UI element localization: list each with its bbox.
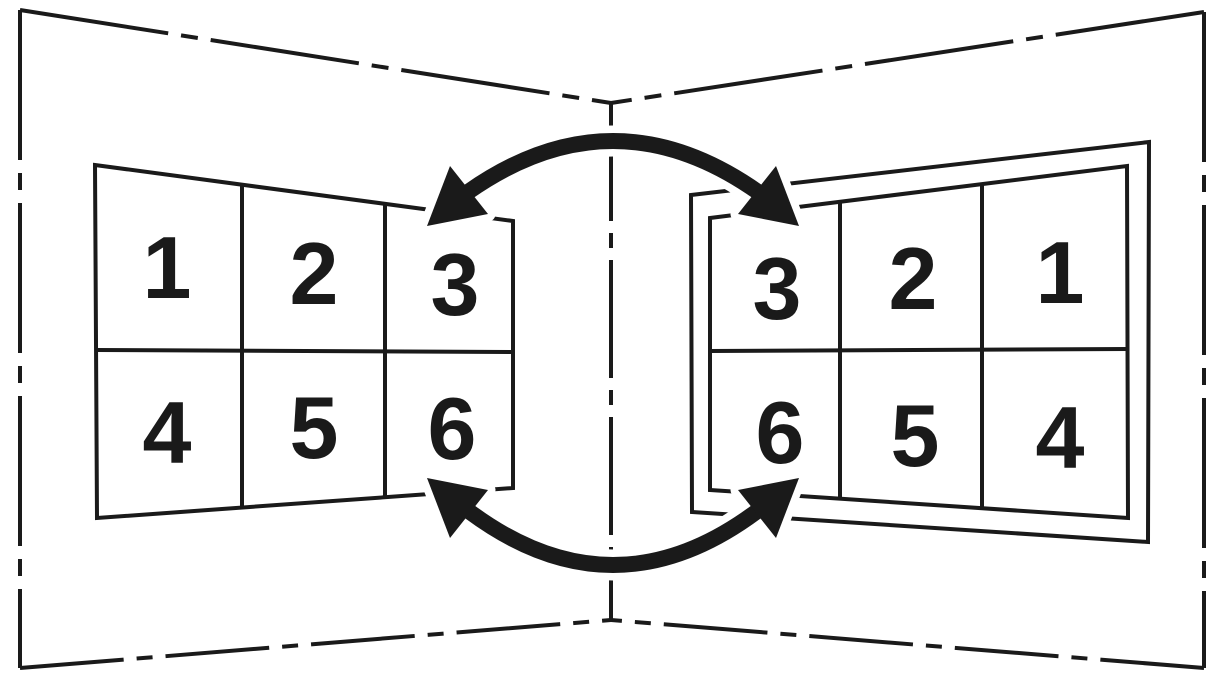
left-page-row-divider: [95, 348, 514, 354]
right-cell-number: 6: [756, 383, 805, 482]
arrowhead-left-icon: [427, 166, 488, 226]
arrowhead-left-icon: [427, 478, 488, 538]
right-cell-number: 2: [889, 229, 938, 328]
right-page-row-divider: [709, 347, 1129, 353]
left-cell-number: 4: [143, 383, 192, 482]
right-cell-number: 4: [1036, 388, 1085, 487]
right-cell-number: 3: [753, 239, 802, 338]
left-page-panel: 1 2 3 4 5 6: [92, 162, 515, 521]
sheet-outline: [18, 8, 1206, 670]
sheet-bottom-right-edge-chain-line: [610, 618, 1205, 670]
right-page-panel: 3 2 1 6 5 4: [688, 139, 1152, 545]
sheet-bottom-left-edge-chain-line: [19, 618, 612, 670]
right-page-inner-border: [708, 163, 1131, 521]
left-cell-number: 2: [290, 224, 339, 323]
right-cell-number: 5: [891, 386, 940, 485]
right-cell-number: 1: [1036, 223, 1085, 322]
left-cell-number: 3: [431, 235, 480, 334]
sheet-top-right-edge-chain-line: [610, 10, 1205, 105]
arrowhead-right-icon: [738, 478, 799, 538]
left-cell-number: 5: [290, 378, 339, 477]
left-cell-number: 6: [428, 379, 477, 478]
sheet-top-left-edge-chain-line: [19, 8, 612, 105]
arrowhead-right-icon: [738, 166, 799, 226]
left-cell-number: 1: [143, 218, 192, 317]
mirror-arrow-top-icon: [419, 125, 807, 234]
arrow-arc: [465, 505, 761, 573]
mirror-arrow-bottom-icon: [419, 470, 807, 581]
arrow-arc: [463, 133, 763, 199]
left-page-border: [92, 162, 515, 521]
